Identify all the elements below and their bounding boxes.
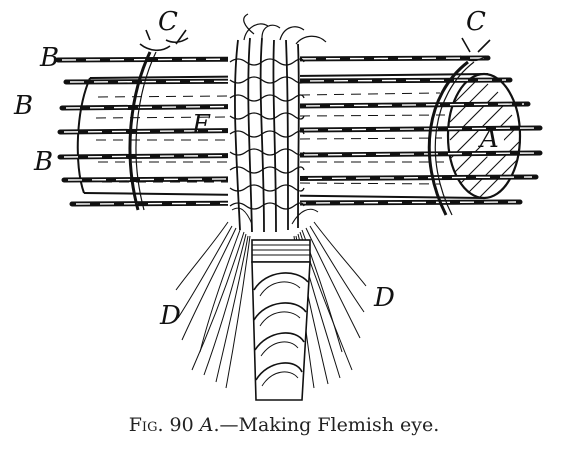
label-b-bottom: B <box>33 147 53 177</box>
label-c-right: C <box>466 7 486 37</box>
label-c-left: C <box>158 7 178 37</box>
label-e: E <box>191 110 211 140</box>
label-a: A <box>478 124 499 154</box>
label-d-right: D <box>373 283 395 313</box>
caption-figure-number: Fig. 90 <box>129 414 194 436</box>
woven-eye-e <box>228 14 326 232</box>
label-b-top: B <box>39 43 59 73</box>
figure-caption: Fig. 90 A.—Making Flemish eye. <box>0 414 568 436</box>
caption-text: .—Making Flemish eye. <box>214 414 440 436</box>
laid-rope <box>252 240 310 400</box>
caption-figure-letter: A <box>200 414 214 436</box>
label-d-left: D <box>159 301 181 331</box>
label-b-middle: B <box>13 91 33 121</box>
spar-left-end <box>78 78 90 193</box>
